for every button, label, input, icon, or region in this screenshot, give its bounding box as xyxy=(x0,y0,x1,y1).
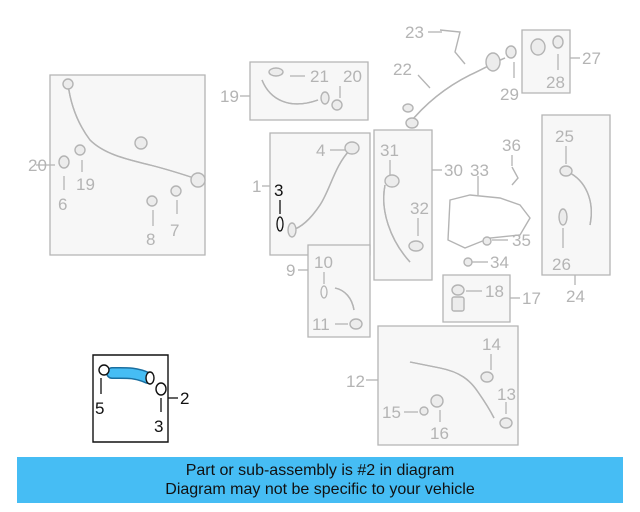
group-1: 4 1 3 xyxy=(252,132,371,256)
callout-9: 9 xyxy=(286,261,295,280)
callout-15: 15 xyxy=(382,403,401,422)
group-6: 20 19 6 8 7 xyxy=(28,74,206,256)
group-12: 12 14 13 15 16 xyxy=(346,325,519,446)
callout-13: 13 xyxy=(497,385,516,404)
group-2-highlighted: 5 3 2 xyxy=(92,354,189,443)
callout-14: 14 xyxy=(482,335,501,354)
callout-3: 3 xyxy=(154,417,163,436)
callout-5: 5 xyxy=(95,399,104,418)
callout-18: 18 xyxy=(485,282,504,301)
callout-27: 27 xyxy=(582,49,601,68)
callout-36: 36 xyxy=(502,136,521,155)
callout-30: 30 xyxy=(444,161,463,180)
group-30: 31 32 xyxy=(373,129,442,281)
callout-3-group1: 3 xyxy=(274,181,283,200)
callout-29: 29 xyxy=(500,85,519,104)
callout-7a: 19 xyxy=(76,175,95,194)
group-33: 30 33 36 35 34 xyxy=(444,136,531,272)
callout-23: 23 xyxy=(405,23,424,42)
group-24: 25 26 24 xyxy=(541,114,611,306)
banner-line-1: Part or sub-assembly is #2 in diagram xyxy=(185,462,455,479)
group-22: 23 22 29 xyxy=(393,23,519,129)
callout-11: 11 xyxy=(312,315,330,334)
callout-33: 33 xyxy=(470,161,489,180)
callout-28: 28 xyxy=(546,73,565,92)
highlighted-hose[interactable] xyxy=(107,368,153,383)
group-19: 21 20 19 xyxy=(220,61,369,121)
callout-10: 10 xyxy=(314,253,333,272)
callout-34: 34 xyxy=(490,253,509,272)
callout-35: 35 xyxy=(512,231,531,250)
callout-16: 16 xyxy=(430,424,449,443)
callout-22: 22 xyxy=(393,60,412,79)
info-banner: Part or sub-assembly is #2 in diagram Di… xyxy=(17,457,623,503)
callout-8a: 6 xyxy=(58,195,67,214)
banner-line-2: Diagram may not be specific to your vehi… xyxy=(165,481,475,498)
group-27: 27 28 xyxy=(521,29,601,94)
callout-1: 1 xyxy=(252,177,261,196)
callout-25: 25 xyxy=(555,127,574,146)
callout-17: 17 xyxy=(522,289,541,308)
callout-21: 21 xyxy=(310,67,329,86)
callout-12: 12 xyxy=(346,372,365,391)
callout-2: 2 xyxy=(180,389,189,408)
callout-8b: 8 xyxy=(146,230,155,249)
callout-6: 20 xyxy=(28,156,47,175)
callout-4: 4 xyxy=(316,141,325,160)
callout-24: 24 xyxy=(566,287,585,306)
callout-32: 32 xyxy=(410,199,429,218)
callout-26: 26 xyxy=(552,255,571,274)
callout-7b: 7 xyxy=(170,221,179,240)
callout-20: 20 xyxy=(343,67,362,86)
group-9: 10 11 9 xyxy=(286,244,371,338)
callout-31: 31 xyxy=(380,141,399,160)
callout-19: 19 xyxy=(220,87,239,106)
group-17: 18 17 xyxy=(442,274,541,323)
